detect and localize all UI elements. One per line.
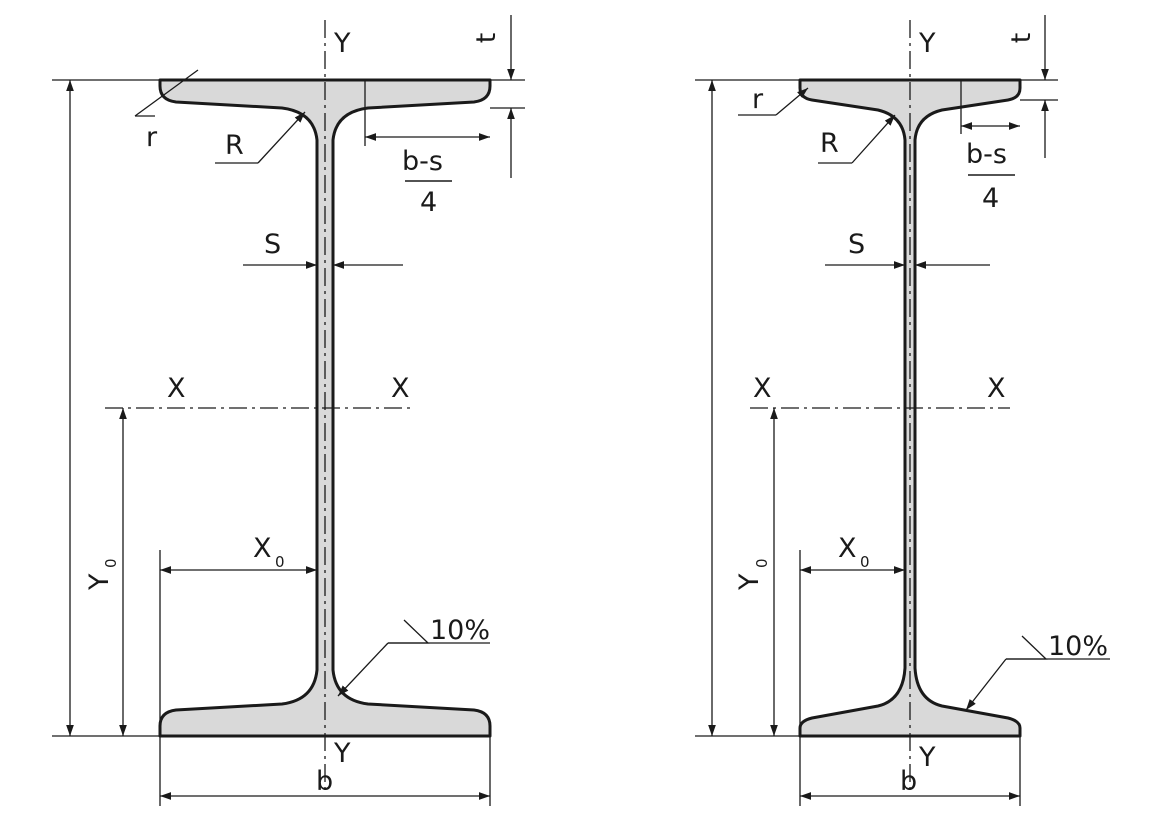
x0-label-main: X xyxy=(838,533,857,564)
r-leader-left xyxy=(134,69,199,117)
bs4-denominator: 4 xyxy=(982,183,999,214)
slope-symbol-right xyxy=(1006,635,1048,660)
slope-label: 10% xyxy=(430,615,490,646)
R-leader-arrow-right xyxy=(851,114,896,164)
t-label: t xyxy=(471,33,502,44)
y-axis-bottom-label: Y xyxy=(918,742,936,773)
bs4-numerator: b-s xyxy=(966,139,1007,170)
R-label: R xyxy=(820,128,839,159)
beam-left: Y Y X X Y 0 X 0 S b b-s 4 xyxy=(52,15,525,806)
x0-label-sub: 0 xyxy=(860,553,870,571)
s-label: S xyxy=(848,229,865,260)
y0-label-main: Y xyxy=(734,573,765,591)
y0-label-sub: 0 xyxy=(102,558,120,568)
r-leader-arrow-right xyxy=(775,87,809,116)
y-axis-top-label: Y xyxy=(333,28,351,59)
beam-right: Y Y X X Y 0 X 0 S b b-s 4 xyxy=(695,15,1110,806)
y0-label-sub: 0 xyxy=(753,558,771,568)
r-label: r xyxy=(146,122,158,153)
x-axis-left-label: X xyxy=(753,373,772,404)
x-axis-right-label: X xyxy=(391,373,410,404)
s-label: S xyxy=(264,229,281,260)
r-label: r xyxy=(752,84,764,115)
slope-arrow-left xyxy=(337,642,389,697)
y-axis-bottom-label: Y xyxy=(333,738,351,769)
R-label: R xyxy=(225,130,244,161)
t-label: t xyxy=(1006,33,1037,44)
bs4-denominator: 4 xyxy=(420,187,437,218)
x-axis-right-label: X xyxy=(987,373,1006,404)
y0-label-main: Y xyxy=(84,573,115,591)
R-leader-arrow-left xyxy=(257,111,306,164)
b-label: b xyxy=(316,766,333,797)
x0-label-main: X xyxy=(253,533,272,564)
slope-arrow-right xyxy=(965,658,1007,711)
slope-label: 10% xyxy=(1048,631,1108,662)
bs4-numerator: b-s xyxy=(402,146,443,177)
y-axis-top-label: Y xyxy=(918,28,936,59)
x0-label-sub: 0 xyxy=(275,553,285,571)
slope-symbol-left xyxy=(388,619,430,644)
x-axis-left-label: X xyxy=(167,373,186,404)
b-label: b xyxy=(900,766,917,797)
